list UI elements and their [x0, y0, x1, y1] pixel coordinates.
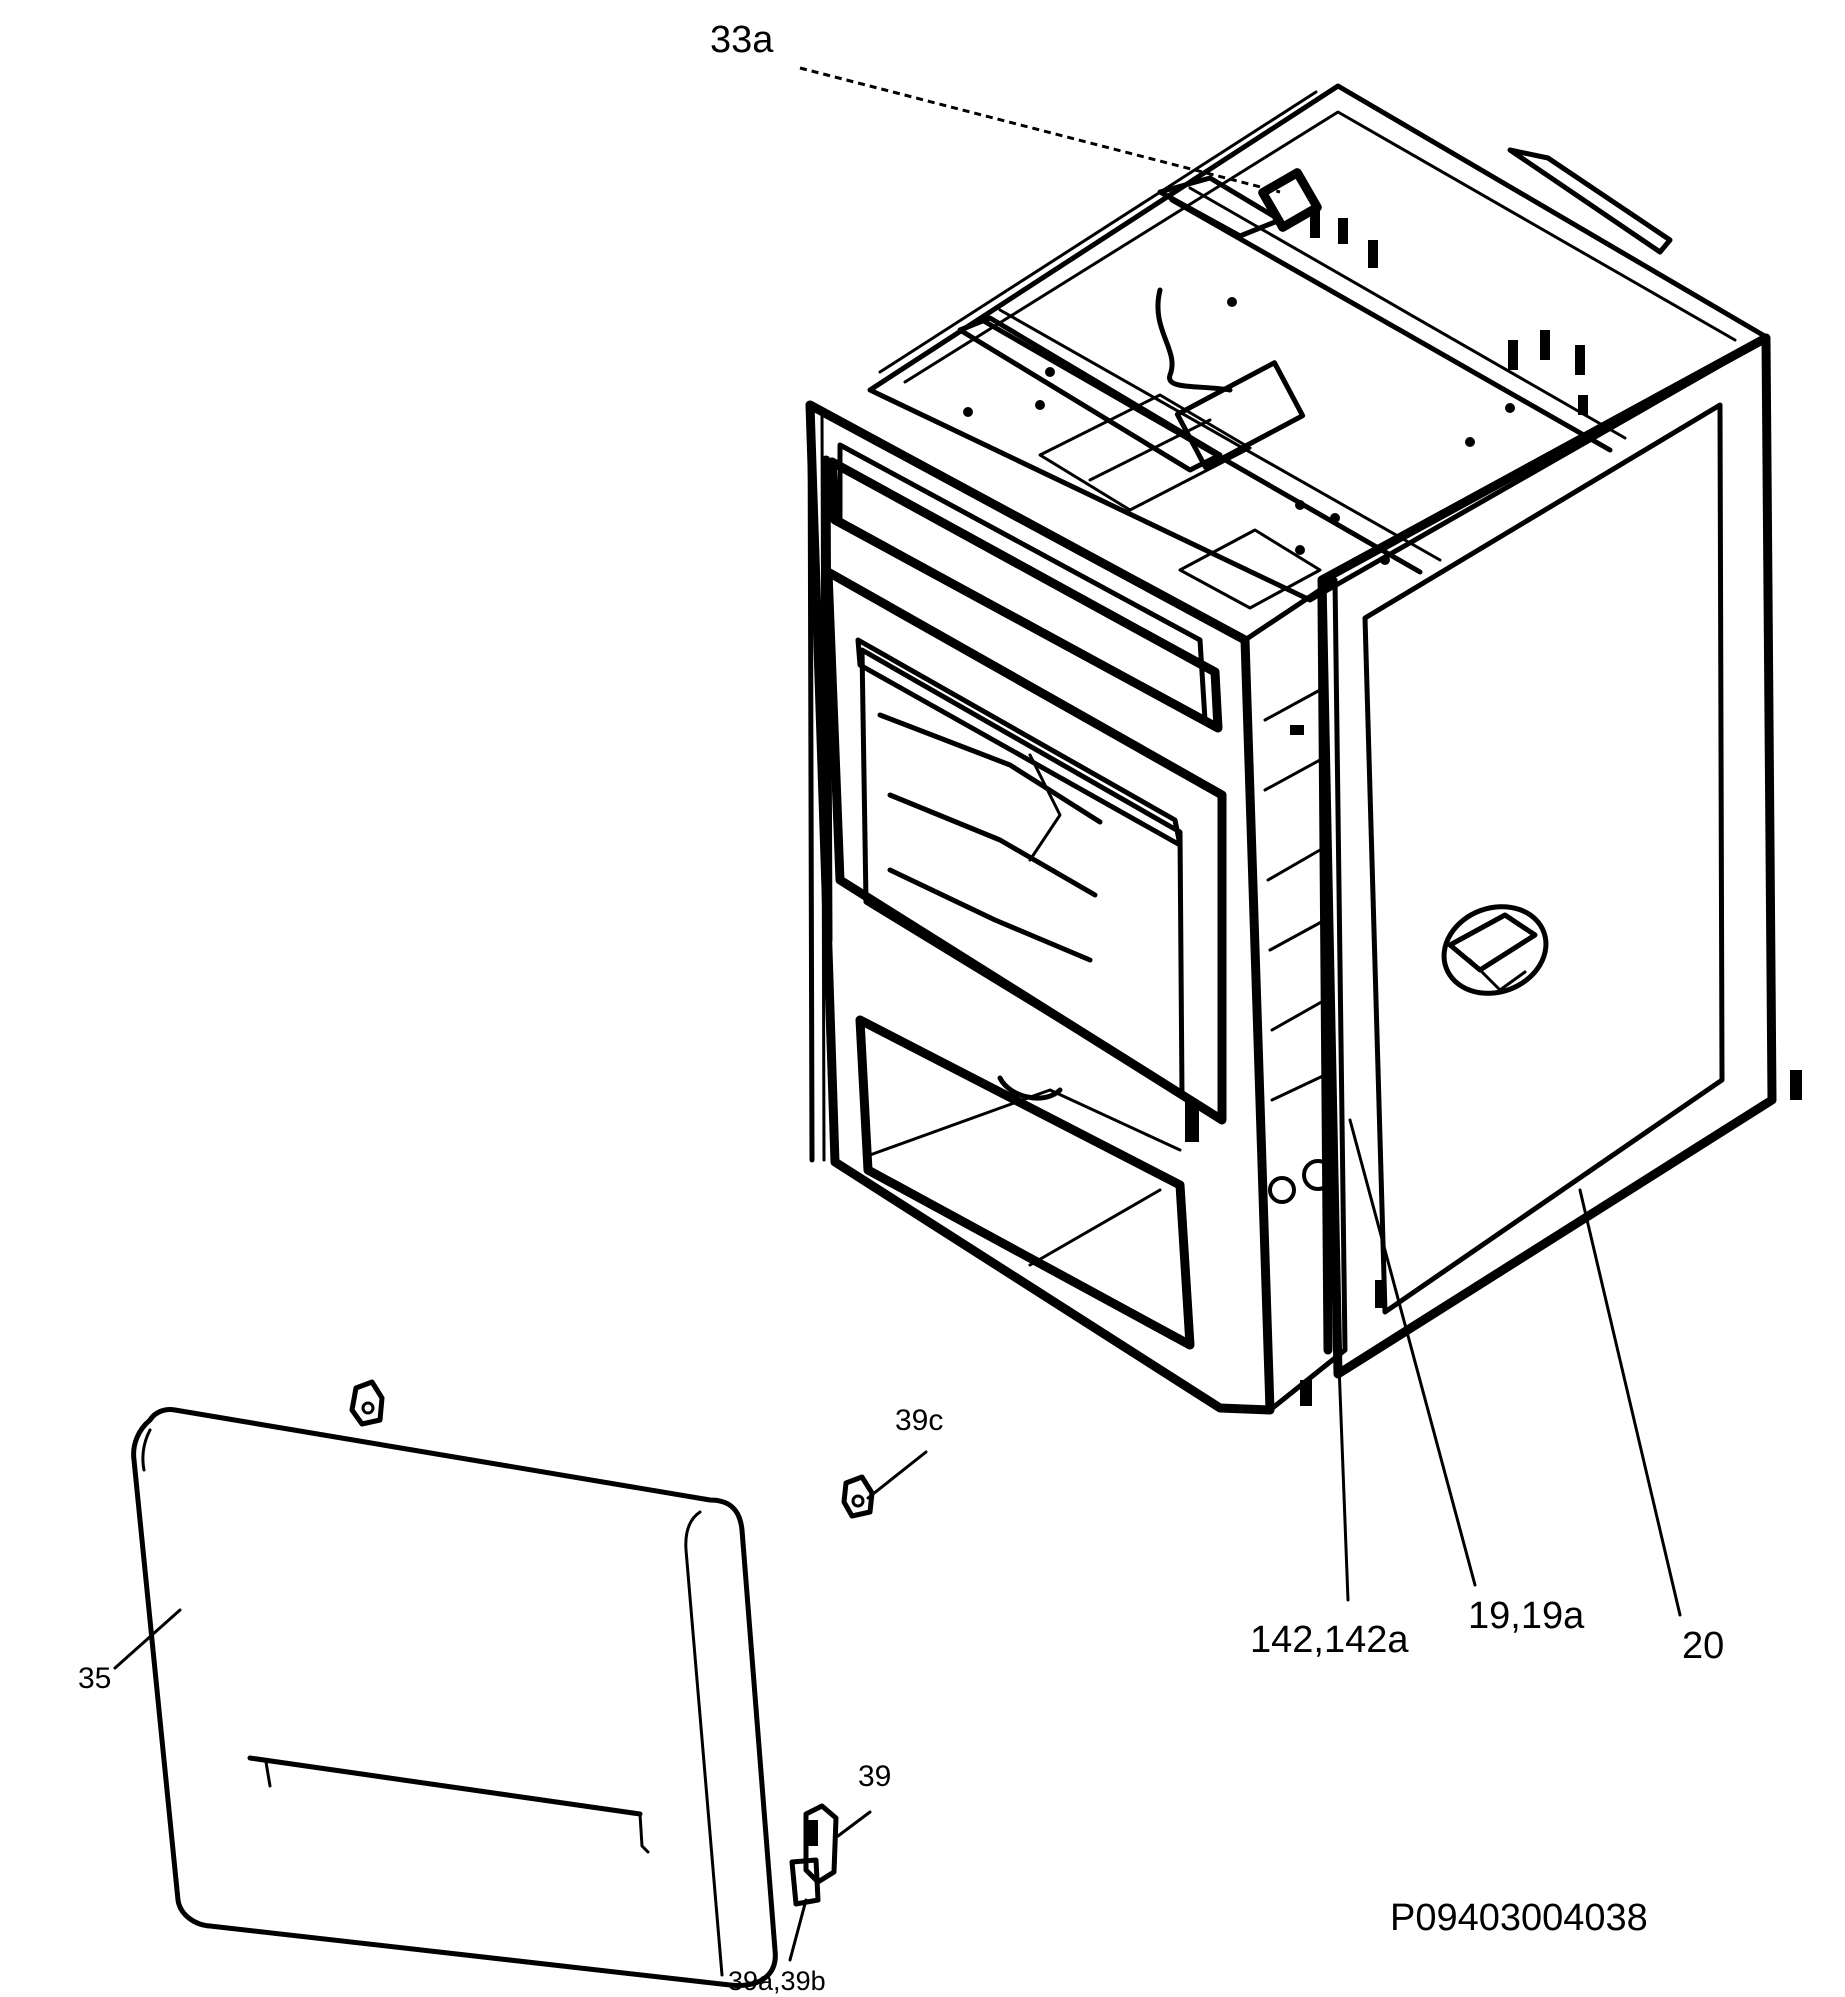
label-19-19a: 19,19a — [1468, 1595, 1585, 1637]
leader-35 — [113, 1608, 182, 1670]
leader-33a — [799, 66, 1281, 194]
oven-cabinet-assembly — [805, 83, 1802, 1415]
leader-39 — [836, 1810, 872, 1838]
label-39: 39 — [858, 1760, 891, 1793]
leader-39c — [866, 1450, 928, 1500]
cabinet-top-frame — [867, 83, 1771, 610]
label-142-142a: 142,142a — [1250, 1619, 1409, 1661]
part-labels: 33a 142,142a 19,19a 20 39c 35 39 39a,39b — [78, 19, 1724, 1996]
side-handle-recess — [1441, 904, 1549, 996]
label-33a: 33a — [710, 19, 774, 61]
drawing-number: P09403004038 — [1390, 1897, 1648, 1939]
leader-20 — [1578, 1188, 1682, 1617]
leader-lines — [113, 66, 1682, 1962]
label-35: 35 — [78, 1662, 111, 1695]
hinge-39-assembly — [789, 1803, 839, 1907]
label-39c: 39c — [895, 1404, 943, 1437]
label-20: 20 — [1682, 1625, 1724, 1667]
hinge-clip-39c — [841, 1474, 875, 1519]
leader-19 — [1348, 1118, 1477, 1587]
cabinet-front-frame — [805, 400, 1275, 1415]
leader-39ab — [788, 1898, 808, 1962]
leader-142 — [1328, 1128, 1350, 1602]
door-panel-35 — [131, 1407, 778, 1988]
label-39a-39b: 39a,39b — [728, 1966, 826, 1996]
hinge-clip-top — [349, 1379, 385, 1427]
cabinet-side-panel — [1300, 333, 1802, 1406]
